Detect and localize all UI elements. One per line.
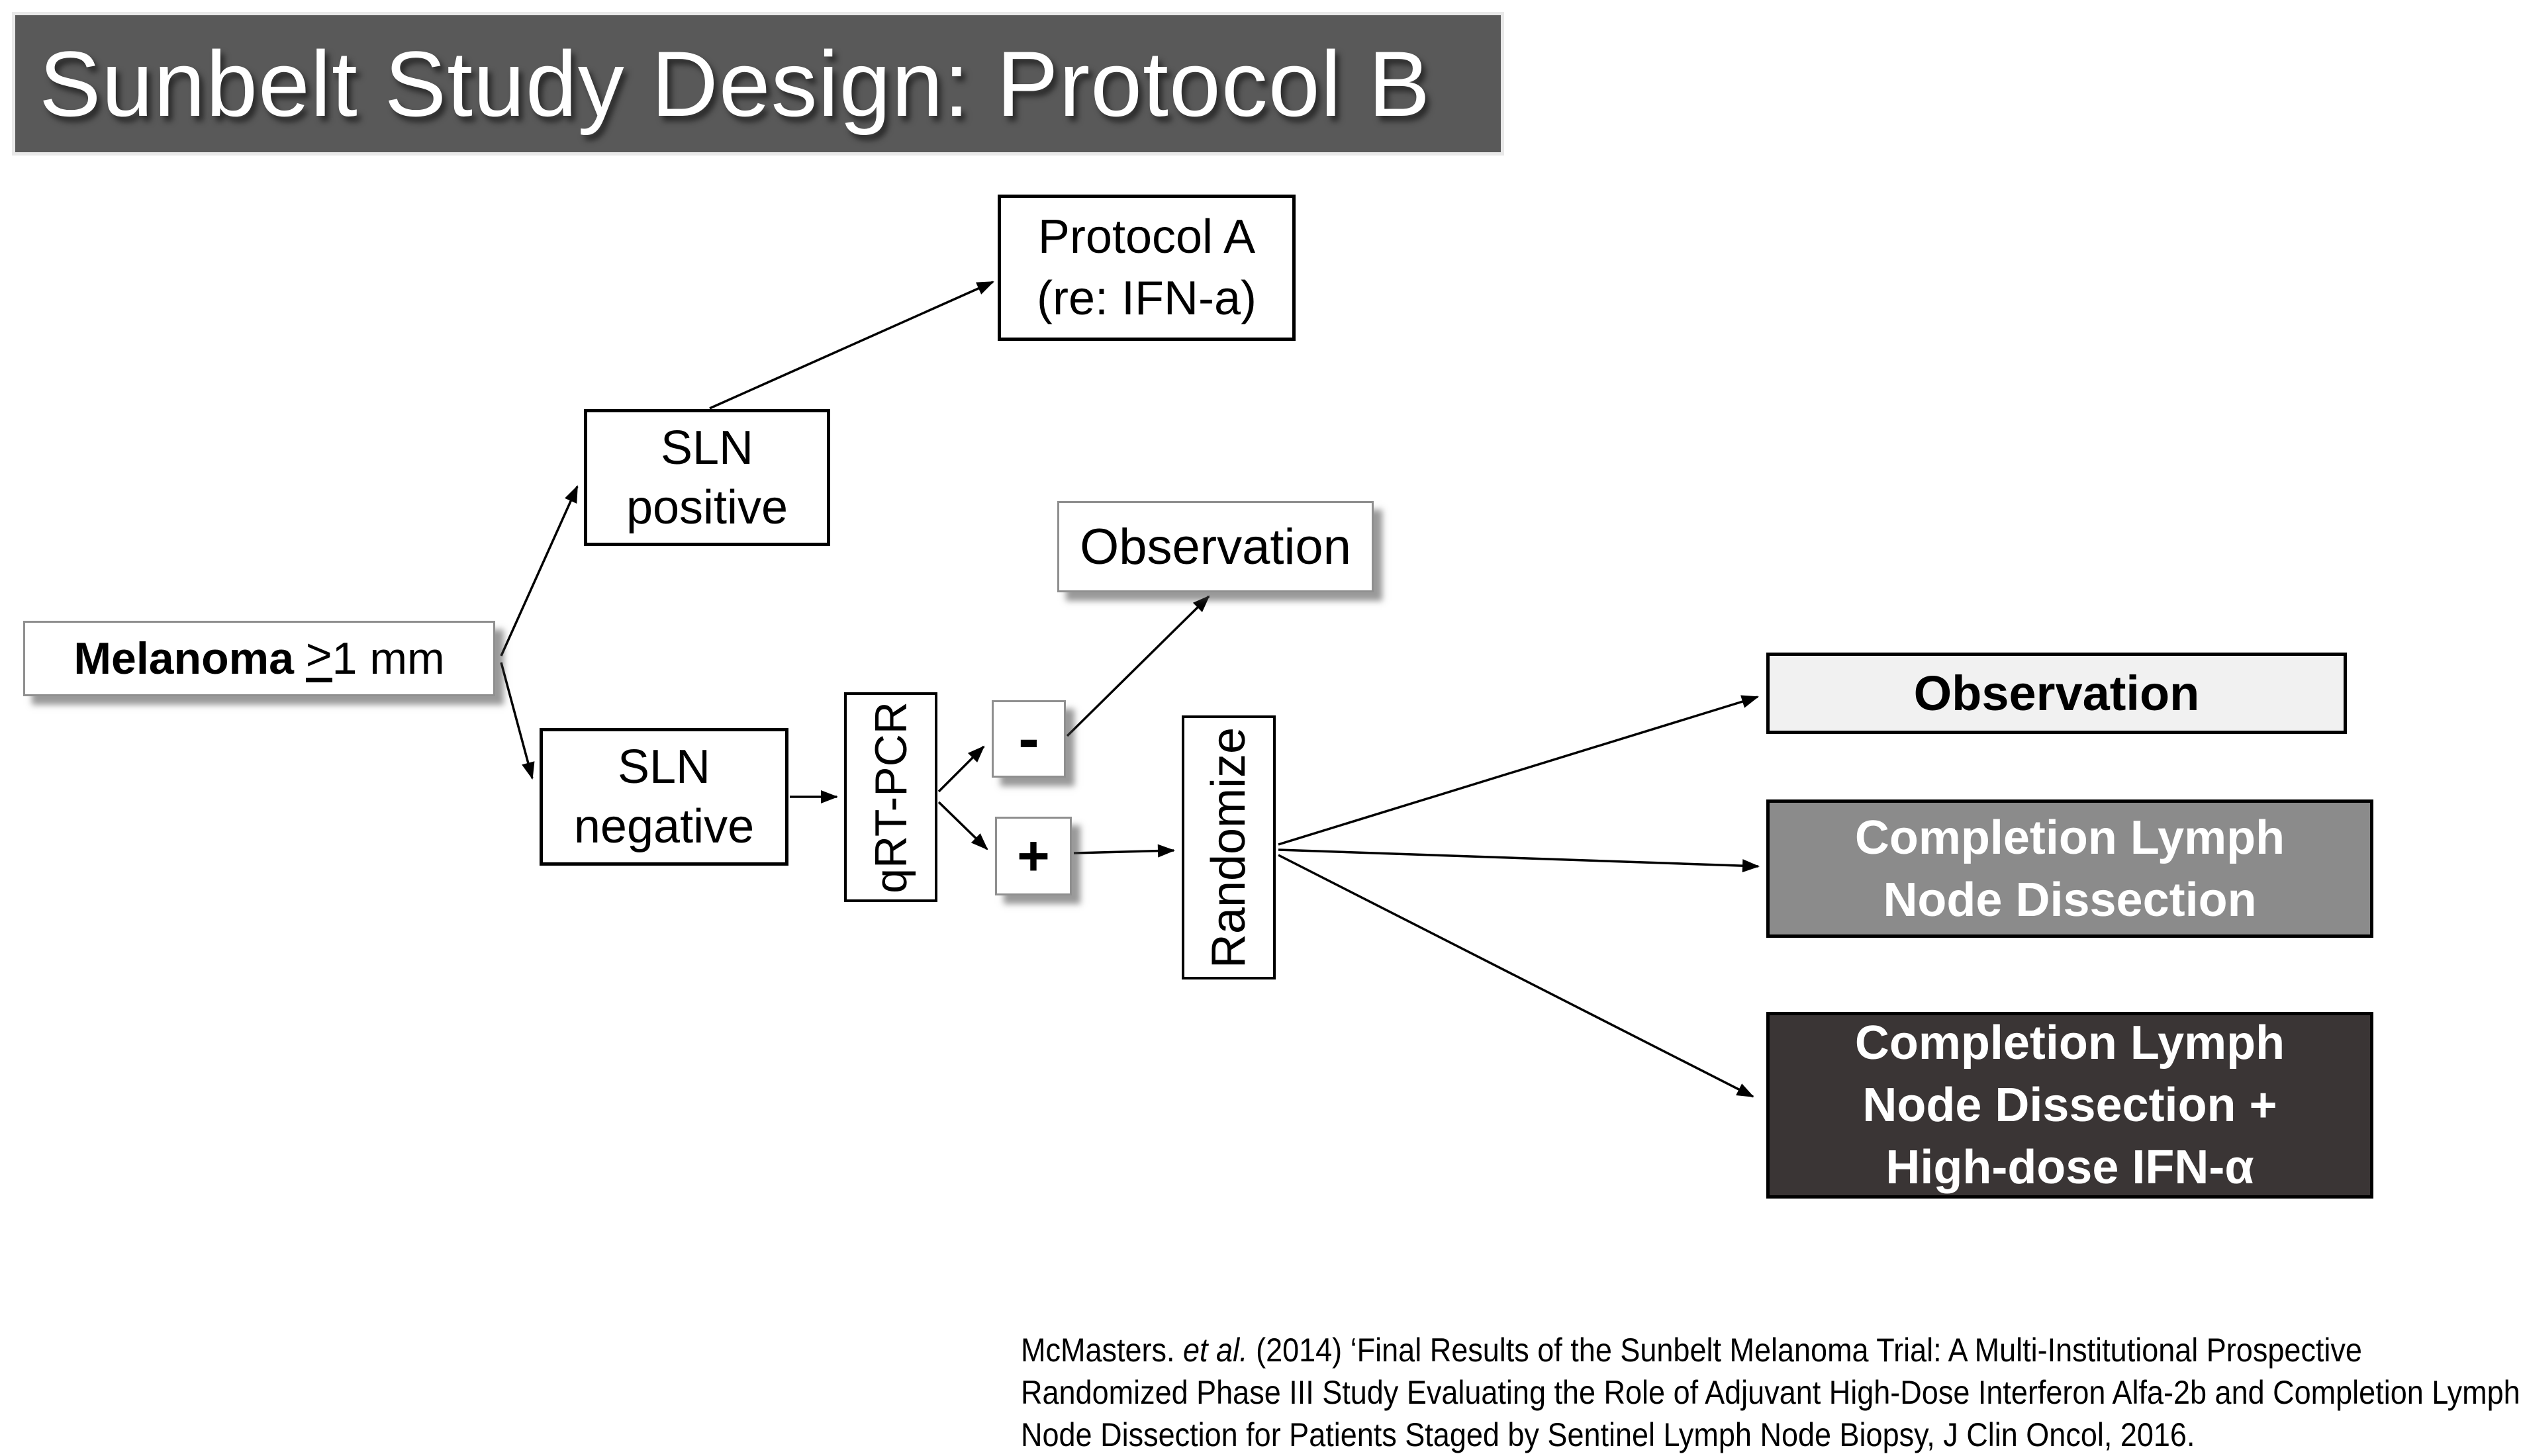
protocol-a-line1: Protocol A xyxy=(1037,210,1256,263)
arm-clnd-line1: Completion Lymph xyxy=(1854,811,2285,864)
gte-symbol: > xyxy=(305,632,332,683)
citation-line1-pre: McMasters. xyxy=(1021,1332,1184,1369)
citation: McMasters. et al. (2014) ‘Final Results … xyxy=(1021,1329,2520,1456)
citation-line1: McMasters. et al. (2014) ‘Final Results … xyxy=(1021,1329,2520,1371)
observation-branch-label: Observation xyxy=(1080,518,1351,575)
citation-line2: Randomized Phase III Study Evaluating th… xyxy=(1021,1374,2520,1411)
randomize-label: Randomize xyxy=(1202,727,1255,968)
node-randomize: Randomize xyxy=(1182,715,1276,979)
node-pcr-positive: + xyxy=(995,817,1072,895)
node-pcr-negative: - xyxy=(992,700,1066,778)
arm-observation-label: Observation xyxy=(1913,666,2200,721)
arm-clnd-ifn-line3: High-dose IFN-α xyxy=(1885,1141,2254,1194)
arrow-melanoma-to-sln-positive xyxy=(500,485,579,657)
node-sln-positive: SLN positive xyxy=(584,409,830,546)
node-qrt-pcr: qRT-PCR xyxy=(844,692,937,902)
arrow-qrtpcr-to-minus xyxy=(937,745,985,793)
node-protocol-a: Protocol A (re: IFN-a) xyxy=(998,195,1296,341)
melanoma-label-rest: 1 mm xyxy=(332,633,445,684)
sln-negative-line1: SLN xyxy=(617,741,711,794)
arrow-qrtpcr-to-plus xyxy=(937,801,988,850)
protocol-a-line2: (re: IFN-a) xyxy=(1037,271,1257,325)
sln-negative-line2: negative xyxy=(573,800,755,853)
arm-clnd-ifn-line1: Completion Lymph xyxy=(1854,1017,2285,1069)
qrt-pcr-label: qRT-PCR xyxy=(865,701,916,893)
node-arm-observation: Observation xyxy=(1766,653,2347,734)
slide-title-bar: Sunbelt Study Design: Protocol B xyxy=(15,15,1501,152)
node-sln-negative: SLN negative xyxy=(540,728,788,866)
citation-line1-rest: (2014) ‘Final Results of the Sunbelt Mel… xyxy=(1247,1332,2362,1369)
slide-title: Sunbelt Study Design: Protocol B xyxy=(39,31,1431,136)
sln-positive-line2: positive xyxy=(626,480,788,534)
arrow-minus-to-observation xyxy=(1066,595,1210,737)
arrow-plus-to-randomize xyxy=(1073,844,1175,858)
melanoma-label-bold: Melanoma xyxy=(73,633,294,684)
arrow-melanoma-to-sln-negative xyxy=(500,662,535,780)
arm-clnd-ifn-line2: Node Dissection + xyxy=(1862,1079,2277,1132)
arm-clnd-line2: Node Dissection xyxy=(1883,873,2257,927)
pcr-positive-label: + xyxy=(1017,824,1050,887)
arrow-randomize-to-arm-observation xyxy=(1278,695,1759,846)
arrow-randomize-to-arm-clnd-ifn xyxy=(1278,854,1754,1098)
arrow-randomize-to-arm-clnd xyxy=(1278,848,1760,873)
node-observation-branch: Observation xyxy=(1057,501,1374,592)
sln-positive-line1: SLN xyxy=(660,421,754,475)
node-arm-clnd-ifn: Completion Lymph Node Dissection + High-… xyxy=(1766,1012,2373,1199)
citation-line1-italic: et al. xyxy=(1183,1332,1248,1369)
node-arm-clnd: Completion Lymph Node Dissection xyxy=(1766,799,2373,938)
node-melanoma: Melanoma>1 mm xyxy=(23,621,495,696)
pcr-negative-label: - xyxy=(1018,704,1039,774)
arrow-sln-positive-to-protocol-a xyxy=(709,281,994,410)
